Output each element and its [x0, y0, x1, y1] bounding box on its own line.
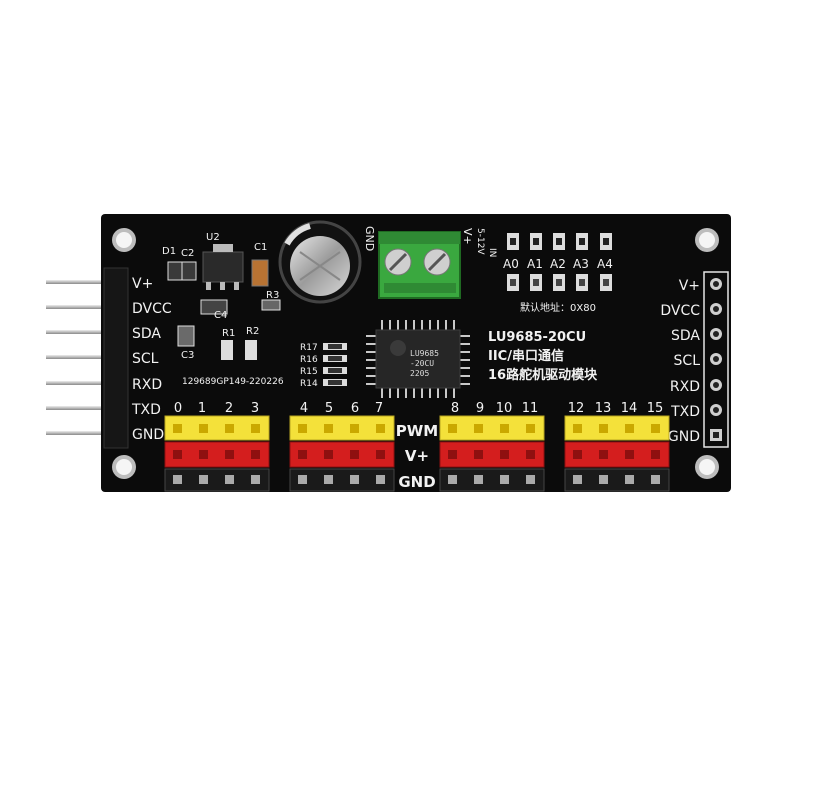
- channel-4: 4: [300, 401, 308, 416]
- right-label-sda: SDA: [671, 328, 700, 344]
- channel-12: 12: [568, 401, 585, 416]
- channel-11: 11: [522, 401, 539, 416]
- channel-6: 6: [351, 401, 359, 416]
- right-label-txd: TXD: [670, 404, 700, 420]
- left-pin-leads: [46, 280, 126, 435]
- mounting-holes: [112, 228, 719, 479]
- channel-9: 9: [476, 401, 484, 416]
- lu9685-chip: LU9685 -20CU 2205: [366, 320, 470, 398]
- terminal-in-label: IN: [487, 248, 497, 257]
- left-label-gnd: GND: [132, 427, 164, 443]
- servo-header-group-3: [439, 415, 545, 492]
- channel-numbers: 0 1 2 3 4 5 6 7 8 9 10 11 12 13 14 15: [174, 401, 663, 416]
- left-label-dvcc: DVCC: [132, 301, 172, 317]
- title-function: 16路舵机驱动模块: [488, 367, 598, 383]
- row-label-pwm: PWM: [396, 422, 438, 440]
- right-label-vplus: V+: [679, 278, 700, 294]
- channel-13: 13: [595, 401, 612, 416]
- right-header-holes: [703, 271, 729, 448]
- right-label-scl: SCL: [674, 353, 701, 369]
- pad-a3-label: A3: [573, 257, 589, 271]
- label-r14: R14: [300, 379, 318, 389]
- right-header-labels: V+ DVCC SDA SCL RXD TXD GND: [660, 278, 700, 445]
- label-r15: R15: [300, 367, 318, 377]
- terminal-range-label: 5-12V: [475, 228, 485, 255]
- channel-1: 1: [198, 401, 206, 416]
- label-r2: R2: [246, 326, 259, 337]
- resistor-labels: R17 R16 R15 R14: [300, 343, 318, 389]
- servo-header-group-2: [289, 415, 395, 492]
- power-terminal-block: [378, 231, 461, 299]
- left-label-rxd: RXD: [132, 377, 162, 393]
- resistor-array: [323, 343, 347, 386]
- label-d1: D1: [162, 246, 176, 257]
- left-label-txd: TXD: [131, 402, 161, 418]
- servo-header-group-1: [164, 415, 270, 492]
- label-r3: R3: [266, 290, 279, 301]
- right-label-gnd: GND: [668, 429, 700, 445]
- right-label-dvcc: DVCC: [660, 303, 700, 319]
- label-serial: 129689GP149-220226: [182, 377, 284, 387]
- board-title: LU9685-20CU IIC/串口通信 16路舵机驱动模块: [488, 330, 598, 383]
- title-interface: IIC/串口通信: [488, 348, 564, 364]
- channel-0: 0: [174, 401, 182, 416]
- terminal-vplus-label: V+: [461, 228, 474, 245]
- terminal-gnd-label: GND: [363, 226, 376, 251]
- label-c2: C2: [181, 248, 194, 259]
- electrolytic-capacitor: [278, 220, 362, 304]
- right-label-rxd: RXD: [670, 379, 700, 395]
- label-c3: C3: [181, 350, 194, 361]
- address-pads: [507, 233, 612, 291]
- channel-3: 3: [251, 401, 259, 416]
- channel-2: 2: [225, 401, 233, 416]
- title-model: LU9685-20CU: [488, 330, 586, 345]
- left-label-vplus: V+: [132, 276, 153, 292]
- channel-15: 15: [647, 401, 664, 416]
- channel-5: 5: [325, 401, 333, 416]
- servo-header-group-4: [564, 415, 670, 492]
- row-label-gnd: GND: [398, 473, 435, 491]
- label-c4: C4: [214, 310, 227, 321]
- channel-14: 14: [621, 401, 638, 416]
- label-c1: C1: [254, 242, 267, 253]
- label-r16: R16: [300, 355, 318, 365]
- pad-a2-label: A2: [550, 257, 566, 271]
- left-label-sda: SDA: [132, 326, 161, 342]
- label-r17: R17: [300, 343, 318, 353]
- left-header-body: [103, 267, 129, 449]
- left-label-scl: SCL: [132, 351, 159, 367]
- chip-mark-3: 2205: [410, 369, 429, 378]
- channel-7: 7: [375, 401, 383, 416]
- label-u2: U2: [206, 232, 220, 243]
- regulator-section: D1 C2 U2 C1 C4 C3 R3 R1 R2 129689GP149-2…: [162, 232, 284, 387]
- chip-mark-1: LU9685: [410, 349, 439, 358]
- label-r1: R1: [222, 328, 235, 339]
- default-address-label: 默认地址：0X80: [520, 301, 596, 314]
- channel-8: 8: [451, 401, 459, 416]
- pad-a1-label: A1: [527, 257, 543, 271]
- pad-a4-label: A4: [597, 257, 613, 271]
- chip-mark-2: -20CU: [410, 359, 434, 368]
- row-label-vplus: V+: [405, 447, 429, 465]
- channel-10: 10: [496, 401, 513, 416]
- row-labels: PWM V+ GND: [396, 422, 438, 491]
- address-labels: A0 A1 A2 A3 A4: [503, 257, 613, 271]
- pad-a0-label: A0: [503, 257, 519, 271]
- left-header-labels: V+ DVCC SDA SCL RXD TXD GND: [131, 276, 172, 443]
